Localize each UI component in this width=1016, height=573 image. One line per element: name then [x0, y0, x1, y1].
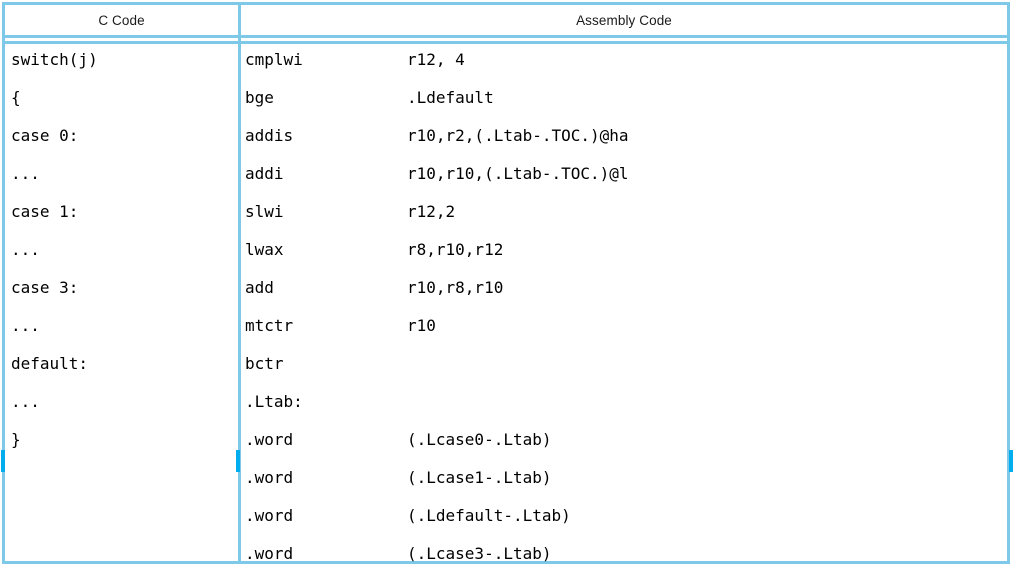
column-header-c-code: C Code [5, 5, 241, 35]
c-code-line: ... [11, 392, 40, 411]
assembly-line: .word (.Lcase0-.Ltab) [241, 421, 1007, 459]
assembly-operand: r10,r8,r10 [407, 278, 504, 297]
c-code-line: case 3: [11, 278, 79, 297]
assembly-mnemonic: .word [245, 468, 294, 487]
assembly-line: mtctr r10 [241, 307, 1007, 345]
assembly-operand: (.Ldefault-.Ltab) [407, 506, 571, 525]
c-code-line [5, 459, 238, 497]
assembly-line: addis r10,r2,(.Ltab-.TOC.)@ha [241, 117, 1007, 155]
assembly-line: lwax r8,r10,r12 [241, 231, 1007, 269]
assembly-line: .word (.Ldefault-.Ltab) [241, 497, 1007, 535]
assembly-operand: r10 [407, 316, 436, 335]
table-body: switch(j) { case 0: ... case 1: ... case… [5, 38, 1007, 563]
c-code-line [5, 535, 238, 573]
column-header-assembly-code: Assembly Code [576, 12, 672, 28]
assembly-operand: r10,r2,(.Ltab-.TOC.)@ha [407, 126, 629, 145]
assembly-operand: r8,r10,r12 [407, 240, 504, 259]
assembly-mnemonic: .word [245, 430, 294, 449]
assembly-mnemonic: .word [245, 544, 294, 563]
assembly-operand: (.Lcase1-.Ltab) [407, 468, 552, 487]
assembly-line: .word (.Lcase1-.Ltab) [241, 459, 1007, 497]
accent-marker-column-divider [236, 450, 240, 472]
assembly-operand: (.Lcase0-.Ltab) [407, 430, 552, 449]
c-code-line: ... [11, 316, 40, 335]
assembly-mnemonic: cmplwi [245, 50, 303, 69]
assembly-line: bctr [241, 345, 1007, 383]
assembly-line: .Ltab: [241, 383, 1007, 421]
c-code-line: { [11, 88, 21, 107]
c-code-line: switch(j) [11, 50, 98, 69]
assembly-code-column: cmplwi r12, 4 bge .Ldefault addis r10,r2… [241, 38, 1007, 563]
header-underline-rule [5, 41, 1007, 44]
assembly-mnemonic: addis [245, 126, 294, 145]
c-code-column: switch(j) { case 0: ... case 1: ... case… [5, 38, 241, 561]
c-to-assembly-table: C Code Assembly Code switch(j) { case 0:… [2, 2, 1010, 564]
c-code-line: ... [11, 164, 40, 183]
assembly-line: bge .Ldefault [241, 79, 1007, 117]
c-code-line: } [11, 430, 21, 449]
assembly-operand: r12, 4 [407, 50, 465, 69]
assembly-line: add r10,r8,r10 [241, 269, 1007, 307]
c-code-line: ... [11, 240, 40, 259]
assembly-line: slwi r12,2 [241, 193, 1007, 231]
assembly-mnemonic: addi [245, 164, 284, 183]
assembly-mnemonic: .Ltab: [245, 392, 303, 411]
assembly-line: addi r10,r10,(.Ltab-.TOC.)@l [241, 155, 1007, 193]
c-code-line: case 0: [11, 126, 79, 145]
c-code-line: case 1: [11, 202, 79, 221]
assembly-operand: r10,r10,(.Ltab-.TOC.)@l [407, 164, 629, 183]
c-code-line: default: [11, 354, 89, 373]
accent-marker-right-border [1009, 450, 1013, 472]
assembly-line: .word (.Lcase3-.Ltab) [241, 535, 1007, 573]
assembly-mnemonic: .word [245, 506, 294, 525]
assembly-mnemonic: bctr [245, 354, 284, 373]
assembly-line: cmplwi r12, 4 [241, 41, 1007, 79]
assembly-operand: (.Lcase3-.Ltab) [407, 544, 552, 563]
assembly-mnemonic: bge [245, 88, 274, 107]
assembly-mnemonic: mtctr [245, 316, 294, 335]
table-header-row: C Code Assembly Code [5, 5, 1007, 38]
assembly-mnemonic: lwax [245, 240, 284, 259]
assembly-mnemonic: add [245, 278, 274, 297]
assembly-mnemonic: slwi [245, 202, 284, 221]
accent-marker-left-border [1, 450, 5, 472]
c-code-line [5, 497, 238, 535]
assembly-operand: r12,2 [407, 202, 456, 221]
assembly-operand: .Ldefault [407, 88, 494, 107]
